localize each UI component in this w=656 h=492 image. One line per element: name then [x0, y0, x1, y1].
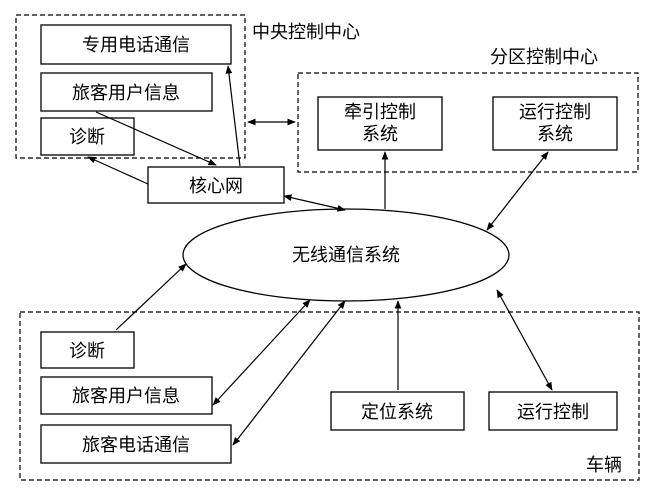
traction-control-label-line2: 系统 — [362, 124, 398, 145]
operation-control-vehicle-box — [488, 391, 618, 431]
passenger-info-top-box — [40, 72, 213, 112]
central-control-center-label: 中央控制中心 — [252, 22, 360, 43]
vehicle-group — [19, 311, 640, 481]
wireless-operation-vehicle-link-arrow — [496, 289, 553, 391]
dedicated-telephone-label: 专用电话通信 — [82, 35, 190, 56]
wireless-operation-control-link-arrow — [486, 151, 549, 231]
passenger-telephone-box — [40, 424, 232, 464]
passenger-info-to-core-arrow — [95, 111, 217, 166]
positioning-system-box — [330, 391, 465, 431]
positioning-system-label: 定位系统 — [361, 402, 433, 423]
diagnosis-vehicle-label: 诊断 — [69, 341, 105, 362]
wireless-communication-system-label: 无线通信系统 — [292, 245, 400, 266]
central-control-center-group — [15, 14, 246, 159]
operation-control-system-box — [492, 96, 618, 151]
passenger-info-vehicle-label: 旅客用户信息 — [72, 386, 180, 407]
passenger-info-vehicle-box — [40, 376, 213, 415]
operation-control-vehicle-label: 运行控制 — [517, 402, 589, 423]
core-wireless-link-arrow — [283, 194, 346, 212]
core-to-dedicated-telephone-arrow — [225, 65, 241, 167]
diagnosis-vehicle-box — [40, 331, 135, 369]
traction-control-label-line1: 牵引控制 — [344, 102, 416, 123]
vehicle-label: 车辆 — [586, 455, 622, 476]
diagnosis-top-label: 诊断 — [69, 127, 105, 148]
regional-control-center-label: 分区控制中心 — [490, 47, 598, 68]
operation-control-system-label-line2: 系统 — [537, 124, 573, 145]
core-to-diagnosis-arrow — [87, 156, 149, 185]
operation-control-system-label-line1: 运行控制 — [519, 102, 591, 123]
core-network-label: 核心网 — [189, 176, 243, 197]
regional-control-center-group — [297, 72, 639, 173]
dedicated-telephone-box — [40, 24, 232, 65]
diagnosis-to-wireless-arrow — [115, 263, 187, 331]
traction-control-box — [317, 96, 443, 151]
diagnosis-top-box — [40, 117, 135, 156]
passenger-info-top-label: 旅客用户信息 — [72, 83, 180, 104]
passenger-telephone-label: 旅客电话通信 — [82, 435, 190, 456]
wireless-passenger-telephone-link-arrow — [232, 300, 346, 446]
wireless-communication-system-ellipse — [182, 208, 510, 302]
core-network-box — [147, 166, 285, 204]
wireless-passenger-info-link-arrow — [212, 299, 311, 406]
